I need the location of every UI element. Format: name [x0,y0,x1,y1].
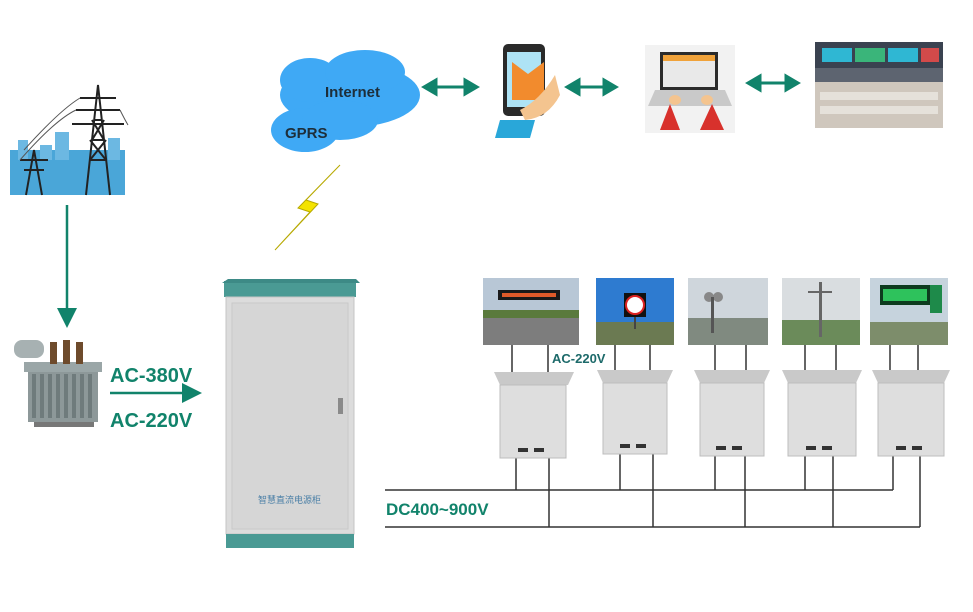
device-photo-4 [782,278,860,345]
cloud-internet-text: Internet [325,84,380,101]
ac380-label: AC-380V [110,365,193,387]
transformer-icon [14,340,102,427]
device-photo-5 [870,278,948,345]
lightning-icon [274,164,341,251]
main-cabinet [222,279,360,548]
device-photo-1 [483,278,579,345]
cloud-gprs-text: GPRS [285,125,328,142]
device-photo-3 [688,278,768,345]
control-room-photo [815,42,943,128]
junction-box-3 [694,370,770,457]
ac220-small-label: AC-220V [552,351,606,366]
device-photo-2 [596,278,674,345]
junction-box-2 [597,370,673,455]
junction-boxes [494,370,950,459]
ac220-label: AC-220V [110,410,193,432]
junction-box-4 [782,370,862,457]
junction-box-1 [494,372,574,459]
laptop-icon [645,45,735,133]
smartphone-icon [495,44,560,138]
cloud-icon: Internet GPRS [271,50,420,152]
junction-box-5 [872,370,950,457]
dc-voltage-label: DC400~900V [386,500,489,519]
cabinet-label: 智慧直流电源柜 [258,495,322,505]
power-tower-icon [10,84,129,196]
